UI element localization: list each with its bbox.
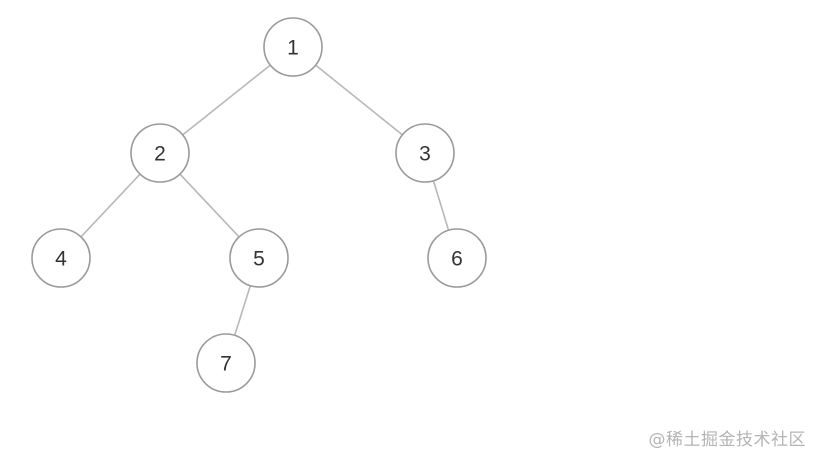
tree-node-circle: [229, 228, 289, 288]
tree-edge-n1-n2: [182, 64, 271, 136]
tree-edge-n2-n4: [80, 173, 141, 238]
tree-node-2: 2: [130, 123, 190, 183]
tree-node-label: 1: [287, 37, 299, 60]
tree-node-1: 1: [263, 17, 323, 77]
tree-edge-n2-n5: [179, 173, 240, 238]
tree-node-4: 4: [31, 228, 91, 288]
tree-node-circle: [263, 17, 323, 77]
tree-node-label: 3: [419, 143, 431, 166]
tree-nodes: 1 2 3 4 5 6 7: [31, 17, 487, 393]
tree-node-circle: [196, 333, 256, 393]
tree-edge-n1-n3: [315, 64, 403, 136]
tree-node-label: 6: [451, 248, 463, 271]
tree-node-circle: [427, 228, 487, 288]
tree-node-circle: [31, 228, 91, 288]
tree-edge-n3-n6: [432, 180, 450, 231]
watermark-text: @稀土掘金技术社区: [648, 430, 806, 450]
tree-edge-n5-n7: [233, 285, 252, 336]
tree-node-label: 2: [154, 143, 166, 166]
tree-node-label: 4: [55, 248, 67, 271]
tree-node-circle: [130, 123, 190, 183]
tree-node-7: 7: [196, 333, 256, 393]
tree-node-3: 3: [395, 123, 455, 183]
tree-edges: [80, 64, 450, 336]
tree-node-label: 7: [220, 353, 232, 376]
tree-node-6: 6: [427, 228, 487, 288]
tree-node-5: 5: [229, 228, 289, 288]
tree-node-circle: [395, 123, 455, 183]
tree-node-label: 5: [253, 248, 265, 271]
